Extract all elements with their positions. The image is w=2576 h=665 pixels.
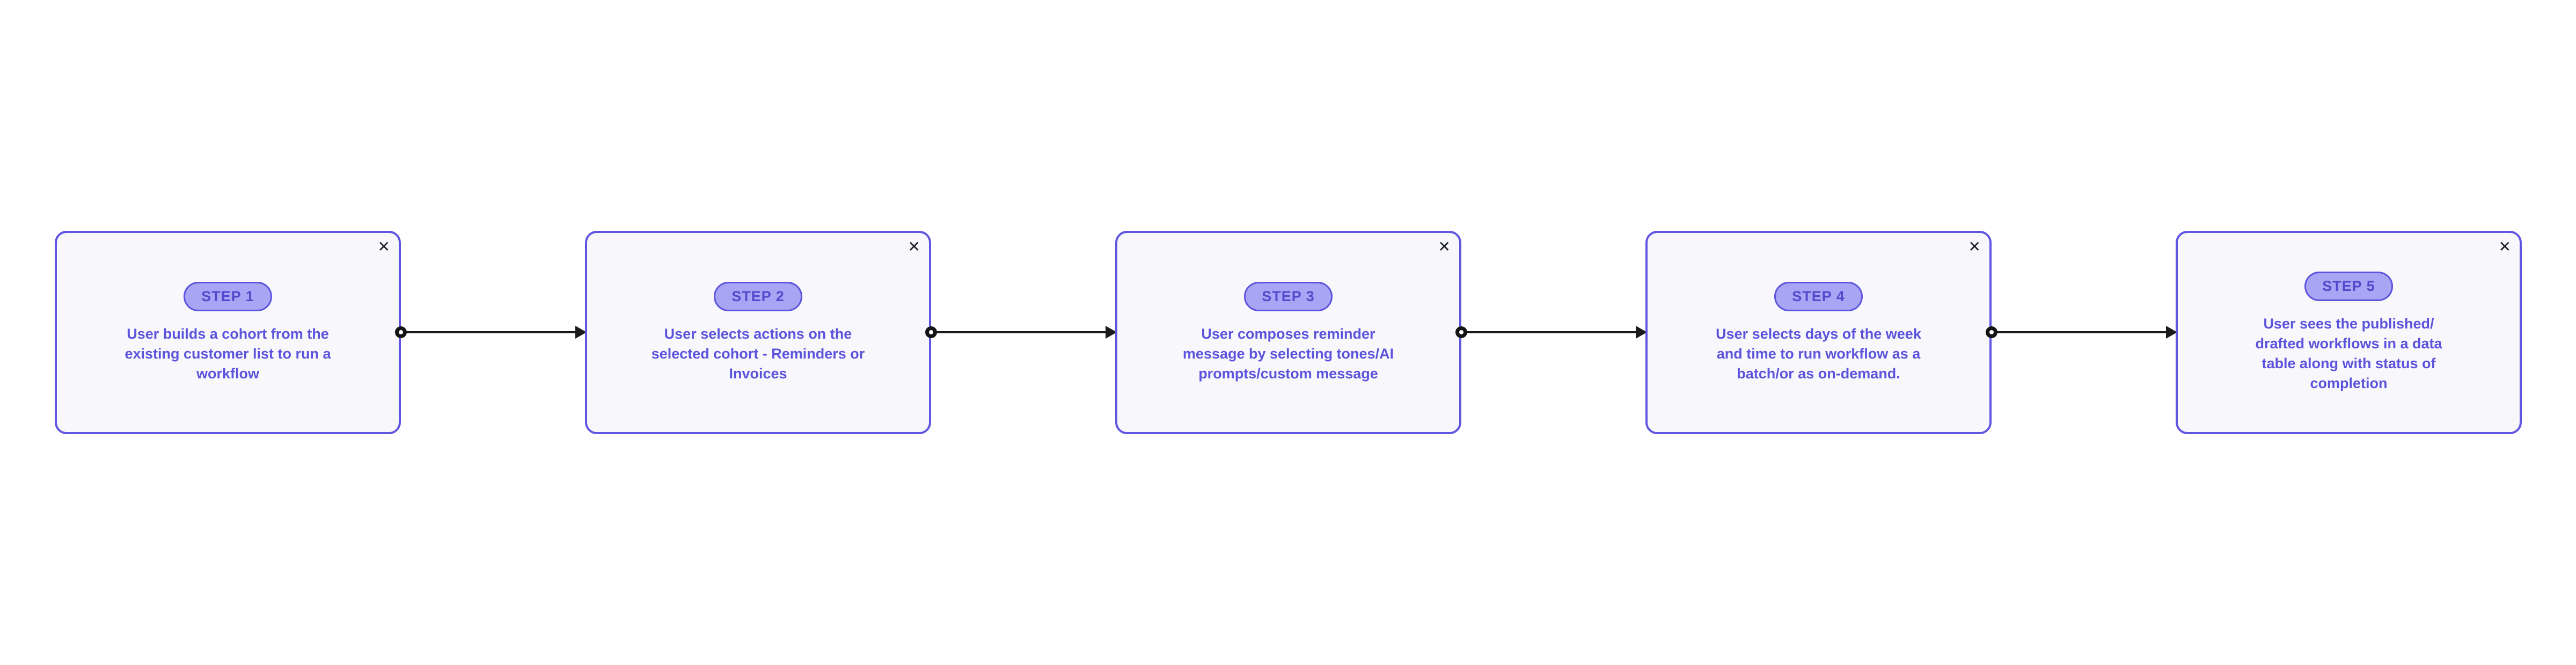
- arrowhead-icon: [2166, 326, 2177, 339]
- flow-node-step-2[interactable]: ✕ STEP 2 User selects actions on the sel…: [585, 231, 931, 434]
- flow-node-step-1[interactable]: ✕ STEP 1 User builds a cohort from the e…: [55, 231, 401, 434]
- edge-line: [1461, 331, 1639, 333]
- edge-step-3-to-step-4: [1455, 326, 1647, 339]
- step-description: User composes reminder message by select…: [1182, 325, 1394, 382]
- edge-line: [1992, 331, 2169, 333]
- step-badge: STEP 1: [184, 281, 272, 311]
- arrowhead-icon: [575, 326, 587, 339]
- connection-handle-hole: [1459, 330, 1463, 334]
- edge-step-4-to-step-5: [1986, 326, 2177, 339]
- step-description: User selects days of the week and time t…: [1716, 325, 1921, 382]
- close-icon[interactable]: ✕: [906, 237, 923, 257]
- connection-handle-hole: [1989, 330, 1994, 334]
- arrowhead-icon: [1106, 326, 1117, 339]
- flow-node-step-5[interactable]: ✕ STEP 5 User sees the published/ drafte…: [2176, 231, 2522, 434]
- flow-node-step-3[interactable]: ✕ STEP 3 User composes reminder message …: [1115, 231, 1461, 434]
- step-badge: STEP 2: [714, 281, 802, 311]
- step-description: User sees the published/ drafted workflo…: [2255, 316, 2442, 391]
- connection-handle[interactable]: [1455, 326, 1467, 338]
- edge-step-1-to-step-2: [395, 326, 587, 339]
- connection-handle[interactable]: [925, 326, 937, 338]
- connection-handle[interactable]: [1986, 326, 1997, 338]
- flow-node-step-4[interactable]: ✕ STEP 4 User selects days of the week a…: [1645, 231, 1992, 434]
- connection-handle[interactable]: [395, 326, 407, 338]
- edge-line: [401, 331, 579, 333]
- edge-step-2-to-step-3: [925, 326, 1117, 339]
- edge-line: [931, 331, 1109, 333]
- connection-handle-hole: [399, 330, 403, 334]
- connection-handle-hole: [929, 330, 933, 334]
- close-icon[interactable]: ✕: [1966, 237, 1983, 257]
- step-badge: STEP 3: [1244, 281, 1333, 311]
- arrowhead-icon: [1636, 326, 1647, 339]
- close-icon[interactable]: ✕: [1436, 237, 1453, 257]
- step-description: User selects actions on the selected coh…: [651, 325, 865, 382]
- step-badge: STEP 4: [1774, 281, 1863, 311]
- close-icon[interactable]: ✕: [376, 237, 392, 257]
- step-description: User builds a cohort from the existing c…: [125, 325, 331, 382]
- step-badge: STEP 5: [2304, 272, 2393, 301]
- close-icon[interactable]: ✕: [2497, 237, 2513, 257]
